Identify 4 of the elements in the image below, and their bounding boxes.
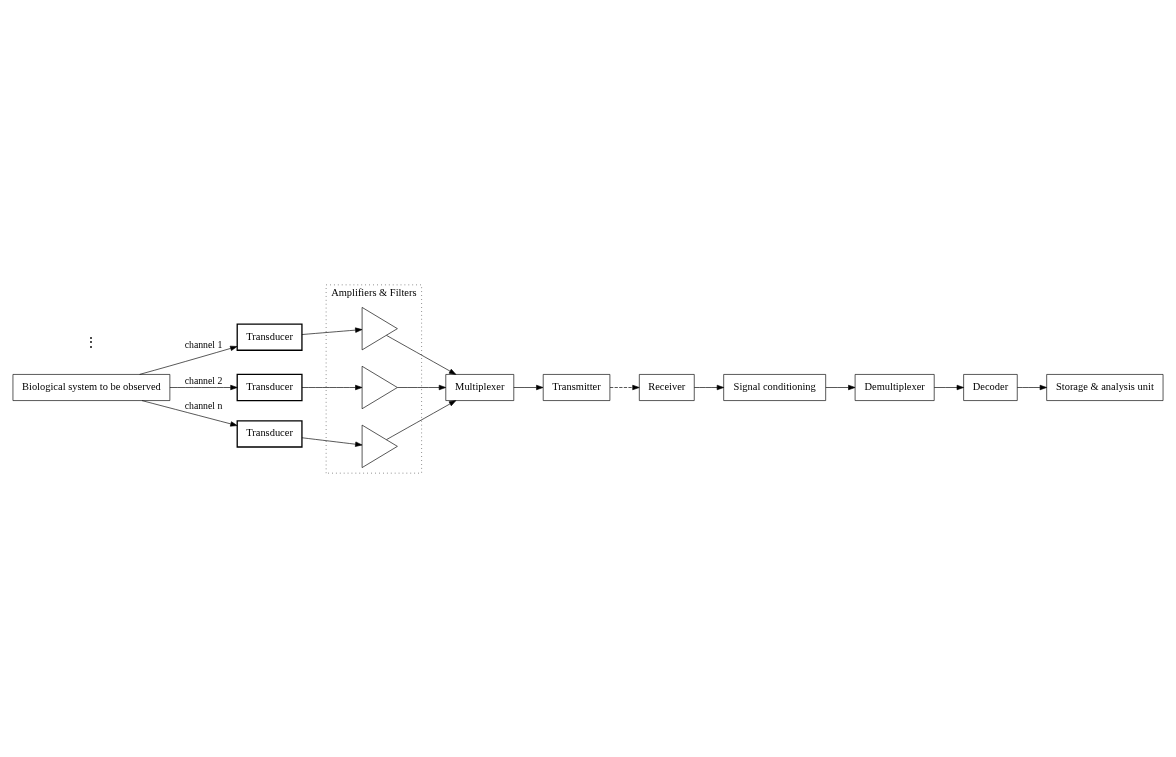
label: ⋮ — [84, 333, 99, 350]
edge-label: channel n — [184, 399, 223, 411]
edge-label: channel 1 — [184, 338, 223, 350]
edge-label: channel 2 — [184, 374, 223, 386]
